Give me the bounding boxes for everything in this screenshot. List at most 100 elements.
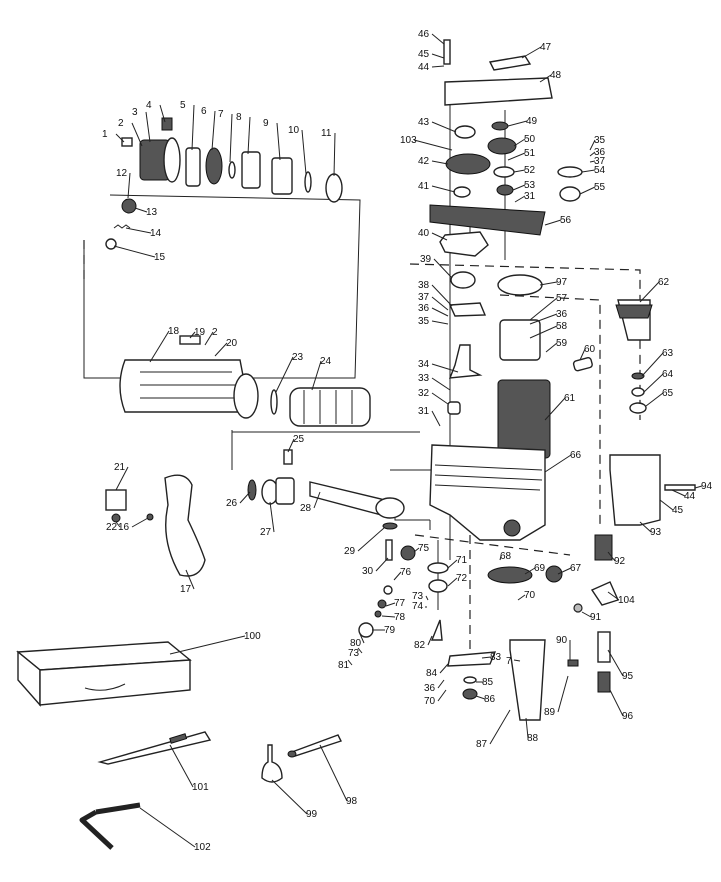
part-number-label: 11 (321, 128, 332, 139)
part-number-label: 23 (292, 352, 304, 363)
part-number-label: 67 (570, 563, 582, 574)
part-number-label: 87 (476, 739, 488, 750)
part-number-label: 8 (236, 112, 242, 123)
part-number-label: 93 (650, 527, 662, 538)
part-number-label: 29 (344, 546, 356, 557)
gearbox-cover (429, 39, 583, 415)
leader-line (517, 594, 526, 601)
leader-line (581, 611, 592, 618)
part-number-label: 24 (320, 356, 332, 367)
leader-line (489, 709, 511, 745)
leader-line (311, 360, 322, 391)
leader-line (169, 635, 246, 655)
part-number-label: 60 (584, 344, 596, 355)
part-number-label: 49 (526, 116, 538, 127)
part-number-label: 85 (482, 677, 494, 688)
part-number-label: 81 (338, 660, 350, 671)
part-number-label: 58 (556, 321, 568, 332)
part-number-label: 96 (622, 711, 634, 722)
part-number-label: 41 (418, 181, 430, 192)
leader-line (393, 571, 402, 581)
chuck-assembly (105, 117, 343, 250)
leader-line (581, 169, 596, 173)
part-number-label: 68 (500, 551, 512, 562)
leader-line (431, 121, 457, 133)
part-number-label: 35 (418, 316, 430, 327)
leader-line (115, 466, 129, 491)
part-number-label: 17 (180, 584, 192, 595)
part-number-label: 36 (556, 309, 568, 320)
leader-line (125, 227, 152, 234)
leader-line (557, 675, 569, 713)
leader-line (481, 656, 492, 659)
leader-line (529, 325, 558, 339)
leader-line (499, 555, 502, 561)
part-number-label: 46 (418, 29, 430, 40)
part-number-label: 2 (212, 327, 218, 338)
accessories (16, 641, 342, 850)
leader-line (525, 717, 529, 739)
leader-line (579, 348, 586, 361)
part-number-label: 62 (658, 277, 670, 288)
part-number-label: 21 (114, 462, 126, 473)
part-number-label: 65 (662, 388, 674, 399)
part-number-label: 26 (226, 498, 238, 509)
leader-line (431, 284, 453, 307)
part-number-label: 101 (192, 782, 209, 793)
part-number-label: 9 (263, 118, 269, 129)
leader-line (275, 356, 294, 393)
part-number-label: 61 (564, 393, 576, 404)
leader-line (169, 744, 194, 788)
part-number-label: 5 (180, 100, 186, 111)
part-number-label: 98 (346, 796, 358, 807)
leader-line (529, 313, 558, 325)
part-number-label: 37 (418, 292, 430, 303)
part-number-label: 95 (622, 671, 634, 682)
part-number-label: 42 (418, 156, 430, 167)
leader-line (524, 567, 536, 575)
leader-line (431, 65, 445, 68)
leader-line (359, 633, 365, 644)
part-number-label: 63 (662, 348, 674, 359)
leader-line (513, 169, 526, 173)
leader-line (437, 679, 445, 689)
part-number-label: 59 (556, 338, 568, 349)
leader-line (512, 184, 526, 191)
part-number-label: 83 (490, 652, 502, 663)
leader-line (115, 521, 121, 528)
leader-line (447, 577, 458, 587)
leader-line (437, 689, 447, 702)
part-number-label: 39 (420, 254, 432, 265)
leader-line (127, 172, 131, 199)
part-number-label: 45 (672, 505, 684, 516)
part-number-label: 97 (556, 277, 568, 288)
part-number-label: 2 (118, 118, 124, 129)
leader-line (276, 122, 281, 161)
part-number-label: 25 (293, 434, 305, 445)
leader-line (431, 307, 449, 317)
leader-line (431, 160, 449, 165)
leader-line (431, 296, 449, 311)
leader-line (357, 647, 363, 654)
leader-line (427, 635, 433, 646)
leader-line (513, 659, 521, 662)
part-number-label: 72 (456, 573, 468, 584)
part-number-label: 102 (194, 842, 211, 853)
leader-line (431, 363, 459, 373)
leader-line (639, 521, 652, 533)
part-number-label: 69 (534, 563, 546, 574)
part-number-label: 16 (118, 522, 130, 533)
leader-line (557, 567, 572, 575)
leader-line (431, 392, 449, 405)
leader-line (431, 377, 451, 391)
part-number-label: 36 (418, 303, 430, 314)
leader-line (431, 53, 445, 59)
part-number-label: 70 (424, 696, 436, 707)
part-number-label: 1 (102, 129, 108, 140)
part-number-label: 75 (418, 543, 430, 554)
part-number-label: 43 (418, 117, 430, 128)
part-number-label: 30 (362, 566, 374, 577)
part-number-label: 4 (146, 100, 152, 111)
barrel-housing (119, 335, 371, 427)
